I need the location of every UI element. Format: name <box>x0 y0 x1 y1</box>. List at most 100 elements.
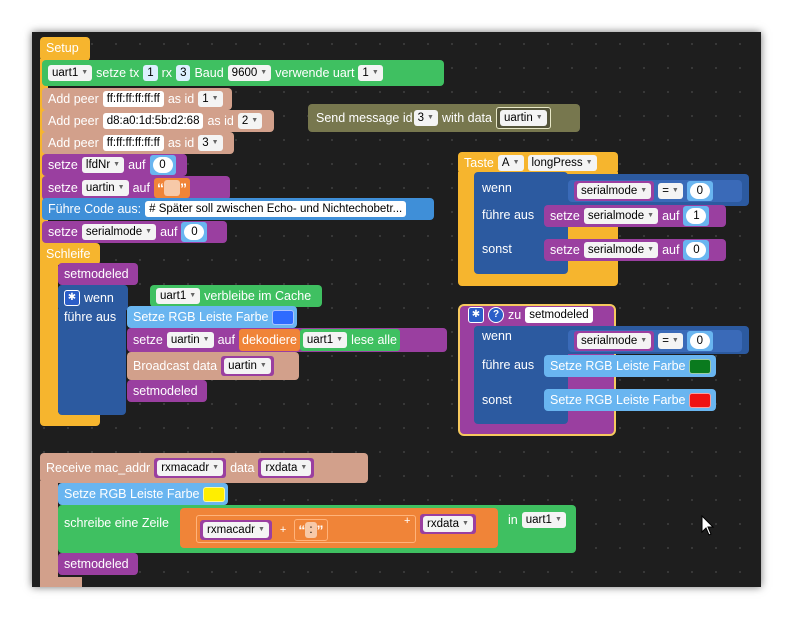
compare-value-input[interactable]: 0 <box>689 333 710 349</box>
add-peer-block-2[interactable]: Add peer d8:a0:1d:5b:d2:68 as id 2▼ <box>42 110 274 132</box>
broadcast-var-block[interactable]: uartin▼ <box>221 356 274 376</box>
wenn-label: wenn <box>84 291 114 305</box>
else-value-input[interactable]: 0 <box>686 242 707 258</box>
help-icon[interactable]: ? <box>488 307 504 323</box>
rxdata-dropdown[interactable]: rxdata▼ <box>423 516 473 532</box>
run-code-block[interactable]: Führe Code aus: # Später soll zwischen E… <box>42 198 434 220</box>
uart-var-dropdown[interactable]: uart1▼ <box>156 288 201 304</box>
uart-setup-block[interactable]: uart1▼ setze tx 1 rx 3 Baud 9600▼ verwen… <box>42 60 444 86</box>
color-picker[interactable] <box>689 392 712 408</box>
add-peer-block-1[interactable]: Add peer ff:ff:ff:ff:ff:ff as id 1▼ <box>42 88 232 110</box>
set-lfdnr-block[interactable]: setze lfdNr▼ auf 0 <box>42 154 187 176</box>
then-value-input[interactable]: 1 <box>686 208 707 224</box>
lfdnr-value-input[interactable]: 0 <box>152 157 173 173</box>
dropdown-arrow-icon: ▼ <box>117 184 125 191</box>
uart-var-dropdown[interactable]: uart1▼ <box>48 65 93 81</box>
receive-set-rgb-block[interactable]: Setze RGB Leiste Farbe <box>58 483 228 505</box>
uart-var-dropdown[interactable]: uart1▼ <box>521 512 566 528</box>
broadcast-data-block[interactable]: Broadcast data uartin▼ <box>127 352 299 380</box>
serialmode-var-dropdown[interactable]: serialmode▼ <box>577 183 652 199</box>
set-uartin-block[interactable]: setze uartin▼ auf “ ” <box>42 176 230 200</box>
send-message-block[interactable]: Send message id 3▼ with data uartin▼ <box>308 104 580 132</box>
func-compare-block[interactable]: serialmode▼ =▼ 0 <box>568 330 742 352</box>
call-setmodeled-block[interactable]: setmodeled <box>58 263 138 285</box>
rxdata-var-slot[interactable]: rxdata▼ <box>420 514 476 534</box>
fuehre-aus-label: führe aus <box>482 358 535 372</box>
loop-hat-block[interactable]: Schleife <box>40 243 100 265</box>
rx-input[interactable]: 3 <box>176 65 191 81</box>
setze-label: setze <box>133 333 163 347</box>
peer-id-dropdown[interactable]: 2▼ <box>237 113 263 129</box>
uart-var-dropdown[interactable]: uart1▼ <box>302 332 348 348</box>
rxmacadr-dropdown[interactable]: rxmacadr▼ <box>203 522 269 538</box>
color-picker[interactable] <box>689 358 712 374</box>
func-set-rgb-red-block[interactable]: Setze RGB Leiste Farbe <box>544 389 716 411</box>
message-id-dropdown[interactable]: 3▼ <box>413 110 438 126</box>
peer-id-dropdown[interactable]: 1▼ <box>198 91 223 107</box>
operator-dropdown[interactable]: =▼ <box>658 333 683 349</box>
uartin-var-dropdown[interactable]: uartin▼ <box>224 358 271 374</box>
serialmode-var-dropdown[interactable]: serialmode▼ <box>577 333 652 349</box>
button-dropdown[interactable]: A▼ <box>497 155 524 171</box>
data-var-dropdown[interactable]: rxdata▼ <box>261 460 312 476</box>
code-input[interactable]: # Später soll zwischen Echo- und Nichtec… <box>145 201 407 217</box>
uart-read-block[interactable]: uart1▼ lese alle <box>299 329 400 351</box>
receive-event-block[interactable]: Receive mac_addr rxmacadr▼ data rxdata▼ <box>40 453 368 483</box>
loop-frame-bottom <box>40 412 100 426</box>
serialmode-var-dropdown[interactable]: serialmode▼ <box>81 224 157 240</box>
set-serialmode-else-block[interactable]: setze serialmode▼ auf 0 <box>544 239 726 261</box>
colon-text-block[interactable]: “ : ” <box>294 519 328 541</box>
set-serialmode-block[interactable]: setze serialmode▼ auf 0 <box>42 221 227 243</box>
baud-dropdown[interactable]: 9600▼ <box>227 65 272 81</box>
mac-var-dropdown[interactable]: rxmacadr▼ <box>157 460 224 476</box>
operator-dropdown[interactable]: =▼ <box>658 183 683 199</box>
set-uartin-decode-block[interactable]: setze uartin▼ auf dekodiere uart1▼ lese … <box>127 328 447 352</box>
if-uart-cache-block[interactable]: ✱ wenn <box>58 285 128 311</box>
uartin-var-dropdown[interactable]: uartin▼ <box>166 332 214 348</box>
blockly-workspace[interactable]: Setup uart1▼ setze tx 1 rx 3 Baud 9600▼ … <box>32 32 761 587</box>
peer-address-input[interactable]: d8:a0:1d:5b:d2:68 <box>102 113 204 129</box>
mac-var-slot[interactable]: rxmacadr▼ <box>154 458 227 478</box>
fuehre-aus-label-area: führe aus <box>58 306 128 326</box>
serialmode-value-input[interactable]: 0 <box>184 224 205 240</box>
peer-id-dropdown[interactable]: 3▼ <box>198 135 223 151</box>
color-picker[interactable] <box>203 486 226 502</box>
setup-hat-block[interactable]: Setup <box>40 37 90 61</box>
uart-num-dropdown[interactable]: 1▼ <box>358 65 383 81</box>
func-set-rgb-green-block[interactable]: Setze RGB Leiste Farbe <box>544 355 716 377</box>
data-var-slot[interactable]: rxdata▼ <box>258 458 315 478</box>
set-rgb-color-block[interactable]: Setze RGB Leiste Farbe <box>127 306 297 328</box>
color-picker[interactable] <box>272 309 295 325</box>
dropdown-arrow-icon: ▼ <box>512 159 520 166</box>
decode-block[interactable]: dekodiere <box>239 329 300 351</box>
uartin-var-dropdown[interactable]: uartin▼ <box>81 180 129 196</box>
peer-address-input[interactable]: ff:ff:ff:ff:ff:ff <box>102 91 164 107</box>
var-slot[interactable]: serialmode▼ <box>574 331 655 351</box>
button-event-block[interactable]: Taste A▼ longPress▼ <box>458 152 618 174</box>
lfdnr-var-dropdown[interactable]: lfdNr▼ <box>81 157 125 173</box>
function-name-input[interactable]: setmodeled <box>525 307 593 323</box>
empty-text-block[interactable]: “ ” <box>154 178 190 198</box>
empty-text-input[interactable] <box>164 180 180 196</box>
data-var-slot[interactable]: uartin▼ <box>495 107 551 129</box>
serialmode-var-dropdown[interactable]: serialmode▼ <box>583 242 659 258</box>
compare-block[interactable]: serialmode▼ =▼ 0 <box>568 180 742 202</box>
rxmacadr-var-slot[interactable]: rxmacadr▼ <box>200 520 272 540</box>
call-setmodeled-block-2[interactable]: setmodeled <box>127 380 207 402</box>
var-slot[interactable]: serialmode▼ <box>574 181 655 201</box>
fuehre-aus-label: führe aus <box>482 208 535 222</box>
gear-icon[interactable]: ✱ <box>468 307 484 323</box>
compare-value-input[interactable]: 0 <box>689 183 710 199</box>
colon-text-input[interactable]: : <box>305 522 317 538</box>
add-peer-block-3[interactable]: Add peer ff:ff:ff:ff:ff:ff as id 3▼ <box>42 132 234 154</box>
tx-input[interactable]: 1 <box>143 65 158 81</box>
receive-call-setmodeled-block[interactable]: setmodeled <box>58 553 138 575</box>
gear-icon[interactable]: ✱ <box>64 290 80 306</box>
in-label: in <box>508 513 518 527</box>
serialmode-var-dropdown[interactable]: serialmode▼ <box>583 208 659 224</box>
set-serialmode-then-block[interactable]: setze serialmode▼ auf 1 <box>544 205 726 227</box>
data-var-dropdown[interactable]: uartin▼ <box>499 110 547 126</box>
uart-available-block[interactable]: uart1▼ verbleibe im Cache <box>150 285 322 307</box>
press-type-dropdown[interactable]: longPress▼ <box>527 155 597 171</box>
peer-address-input[interactable]: ff:ff:ff:ff:ff:ff <box>102 135 164 151</box>
